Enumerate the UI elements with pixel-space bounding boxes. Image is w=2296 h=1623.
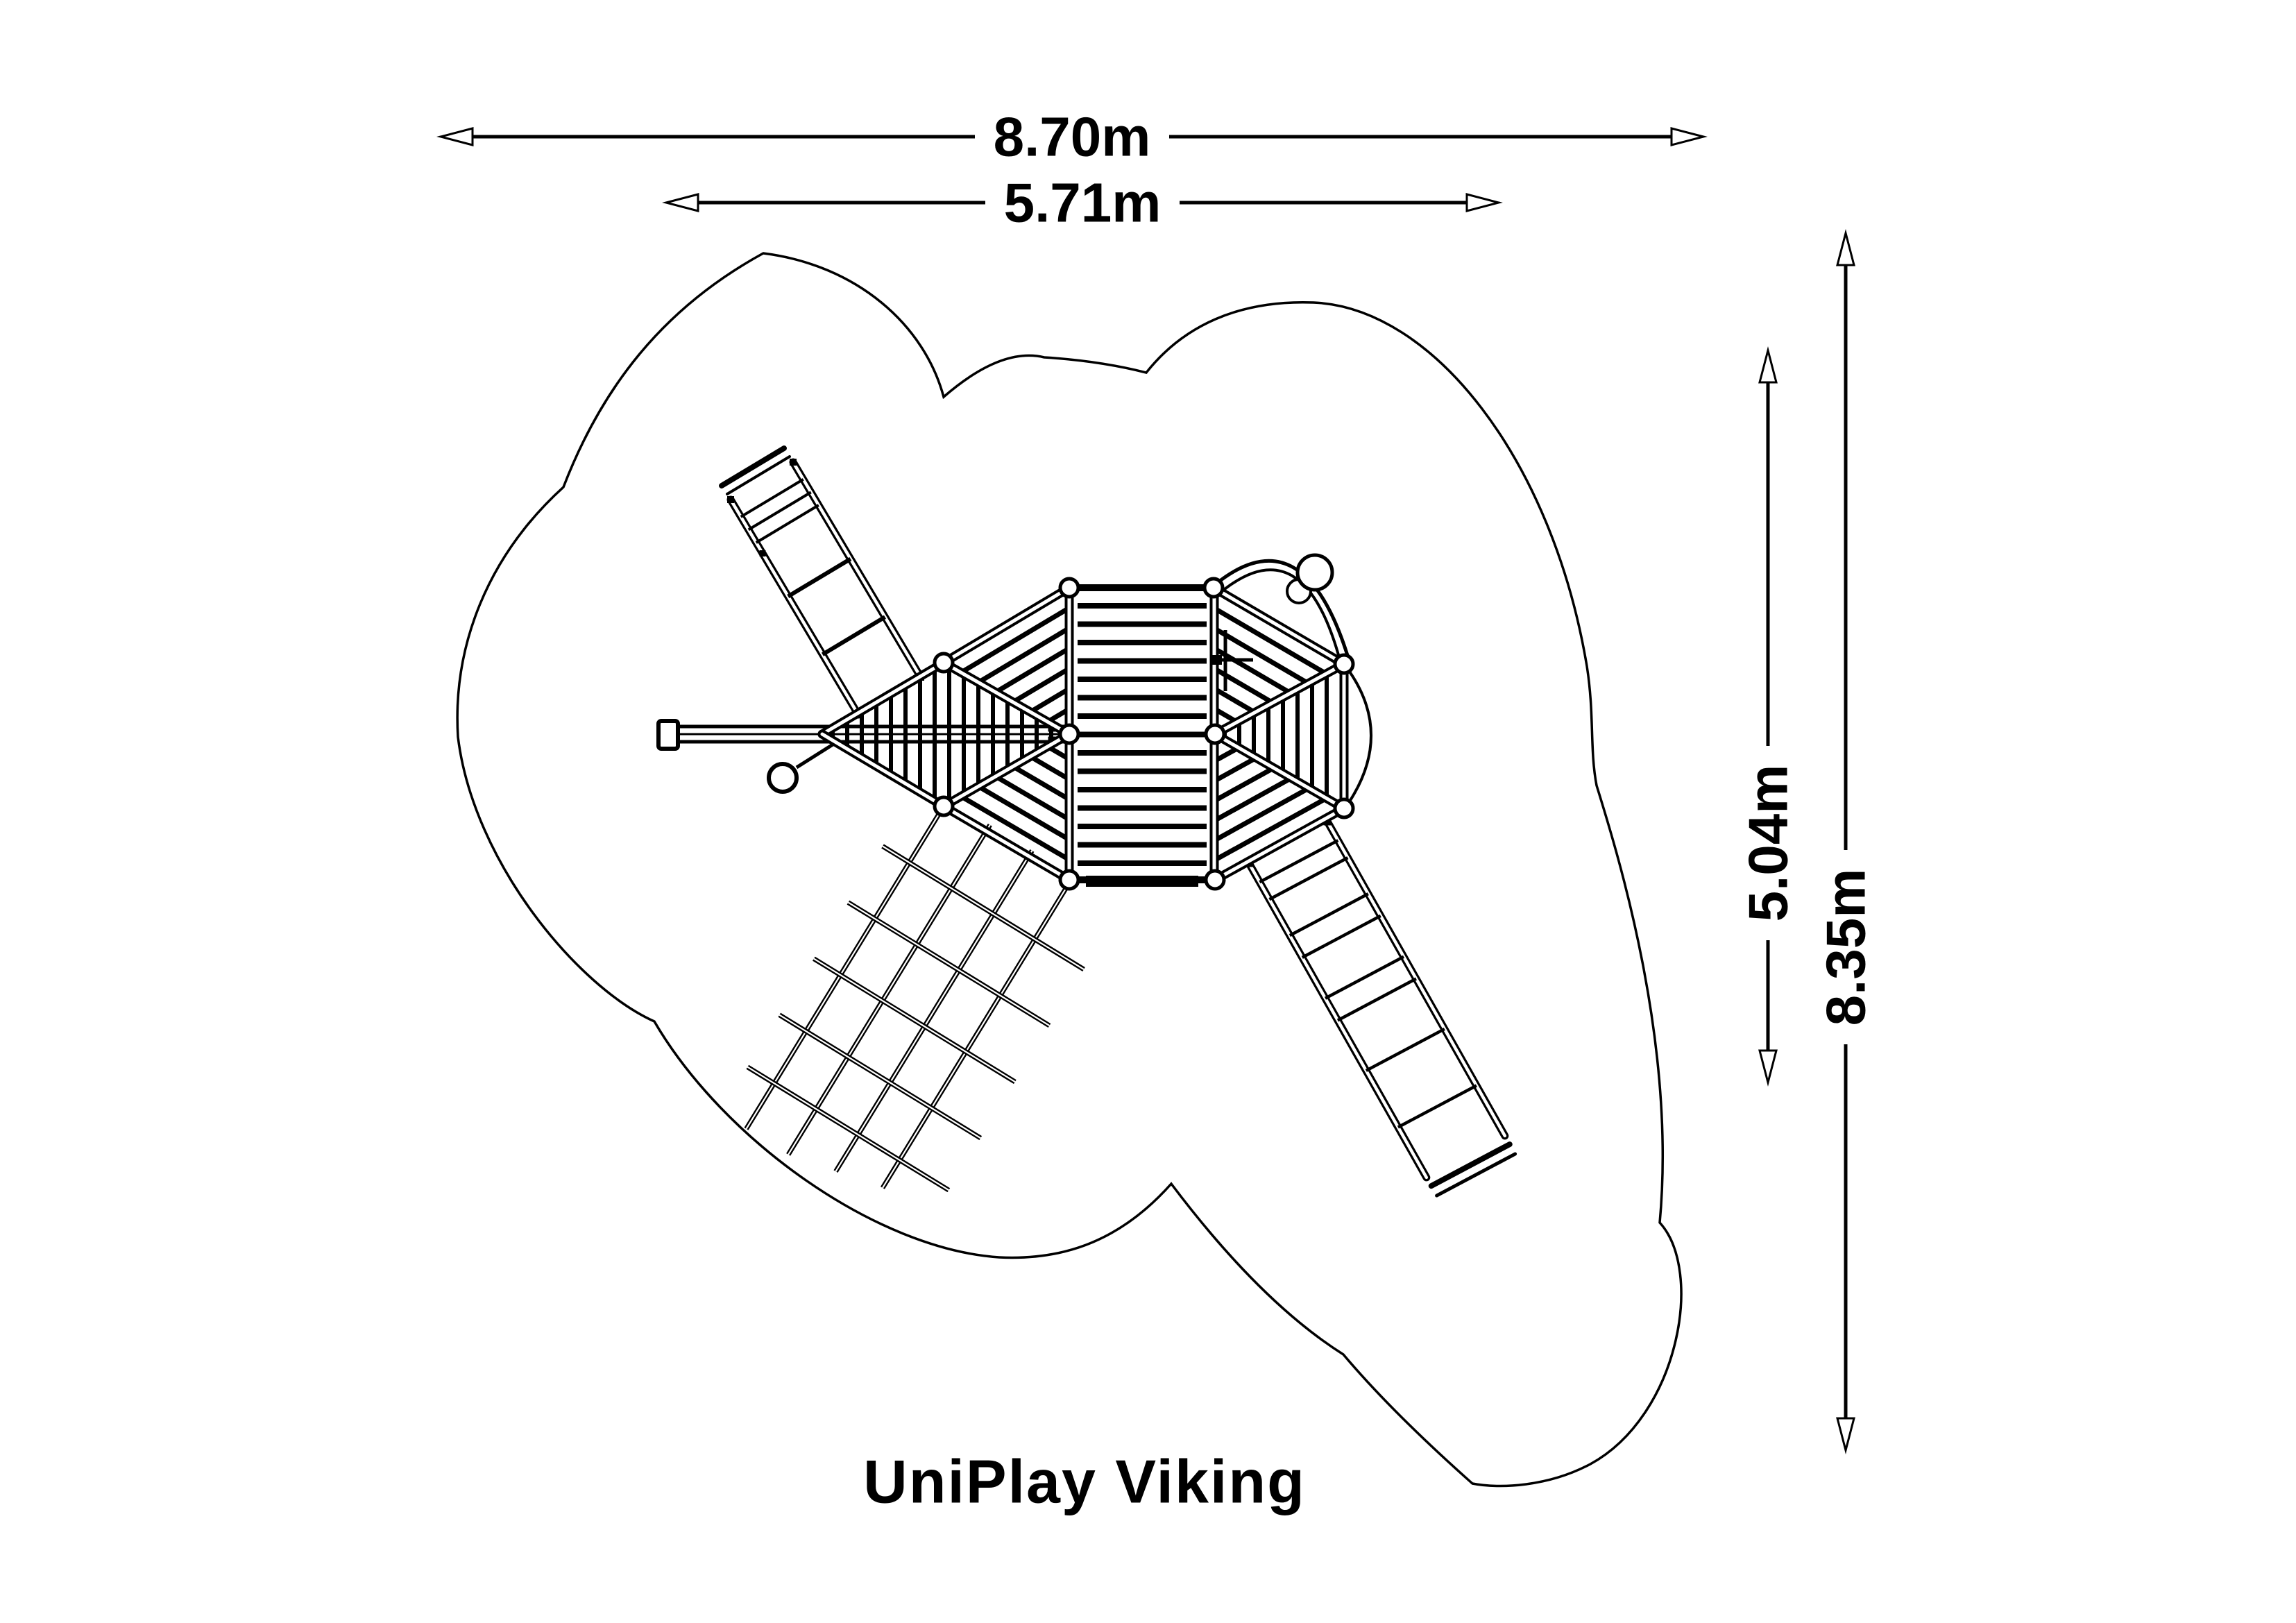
climbing-net xyxy=(744,797,1085,1193)
corner-post xyxy=(1058,869,1080,891)
balance-beam xyxy=(656,719,1069,794)
corner-post xyxy=(1058,723,1080,745)
corner-post xyxy=(1202,577,1225,599)
label-mask xyxy=(1732,746,1804,940)
fireman-pole-arc xyxy=(1215,553,1372,805)
playground-structure xyxy=(656,445,1517,1198)
dimension-label-total-depth: 8.35m xyxy=(1815,869,1877,1026)
drawing-title: UniPlay Viking xyxy=(863,1447,1306,1516)
upper-left-slide xyxy=(719,445,925,719)
label-mask xyxy=(1810,850,1882,1044)
dimension-equipment-depth xyxy=(1758,346,1778,1087)
dimension-label-equipment-width: 5.71m xyxy=(1004,172,1162,234)
corner-post xyxy=(933,652,955,674)
dimension-label-equipment-depth: 5.04m xyxy=(1737,765,1799,922)
corner-post xyxy=(1058,577,1080,599)
corner-post xyxy=(1333,797,1355,819)
corner-posts xyxy=(933,577,1355,891)
label-mask xyxy=(975,101,1169,173)
pole-ball xyxy=(1295,553,1334,592)
safety-zone-outline xyxy=(456,252,1683,1488)
dimension-total-depth xyxy=(1836,229,1855,1454)
corner-post xyxy=(933,795,955,817)
play-panel xyxy=(1210,630,1253,691)
lower-right-climbing-ramp xyxy=(1245,817,1517,1198)
corner-post xyxy=(1204,869,1226,891)
label-mask xyxy=(985,167,1180,239)
corner-post xyxy=(1204,723,1226,745)
corner-post xyxy=(1333,653,1355,675)
dimension-label-total-width: 8.70m xyxy=(994,106,1151,168)
